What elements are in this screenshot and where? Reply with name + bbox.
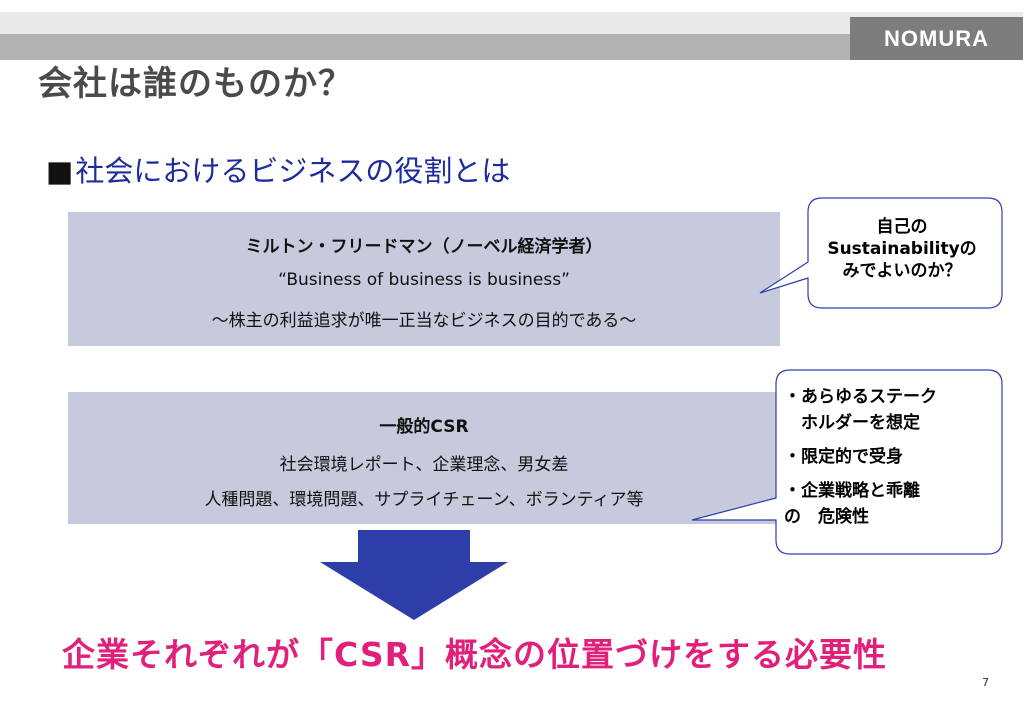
subtitle-text: 社会におけるビジネスの役割とは — [75, 154, 511, 188]
callout-2-line: ・企業戦略と乖離 — [784, 481, 920, 501]
header-bar-light — [0, 12, 1023, 34]
friedman-box: ミルトン・フリードマン（ノーベル経済学者） “Business of busin… — [68, 212, 780, 346]
csr-heading: 一般的CSR — [379, 417, 469, 437]
page-number: 7 — [982, 676, 989, 689]
callout-2-line: の 危険性 — [784, 507, 869, 527]
slide-title: 会社は誰のものか？ — [38, 64, 353, 104]
callout-bubble-2 — [691, 369, 1003, 555]
callout-2-line: ・あらゆるステーク — [784, 387, 937, 407]
general-csr-box: 一般的CSR 社会環境レポート、企業理念、男女差 人種問題、環境問題、サプライチ… — [68, 392, 780, 524]
callout-2-line: ・限定的で受身 — [784, 447, 903, 467]
csr-line-1: 社会環境レポート、企業理念、男女差 — [279, 455, 569, 475]
conclusion-text: 企業それぞれが「CSR」概念の位置づけをする必要性 — [62, 635, 888, 674]
friedman-quote: “Business of business is business” — [278, 270, 570, 290]
callout-1-line: みでよいのか？ — [842, 261, 962, 281]
slide-subtitle: ■社会におけるビジネスの役割とは — [46, 148, 510, 190]
friedman-note: ～株主の利益追求が唯一正当なビジネスの目的である～ — [211, 311, 637, 331]
csr-line-2: 人種問題、環境問題、サプライチェーン、ボランティア等 — [204, 490, 644, 510]
friedman-heading: ミルトン・フリードマン（ノーベル経済学者） — [245, 237, 603, 257]
square-bullet-icon: ■ — [46, 154, 74, 188]
callout-1-text: 自己の Sustainabilityの みでよいのか？ — [812, 216, 992, 282]
callout-bubble-1 — [759, 197, 1003, 309]
callout-2-text: ・あらゆるステーク ホルダーを想定 ・限定的で受身 ・企業戦略と乖離 の 危険性 — [784, 384, 994, 530]
callout-1-line: Sustainabilityの — [827, 239, 977, 259]
callout-2-line: ホルダーを想定 — [784, 413, 920, 433]
nomura-logo: NOMURA — [850, 17, 1023, 60]
callout-1-line: 自己の — [876, 217, 928, 237]
